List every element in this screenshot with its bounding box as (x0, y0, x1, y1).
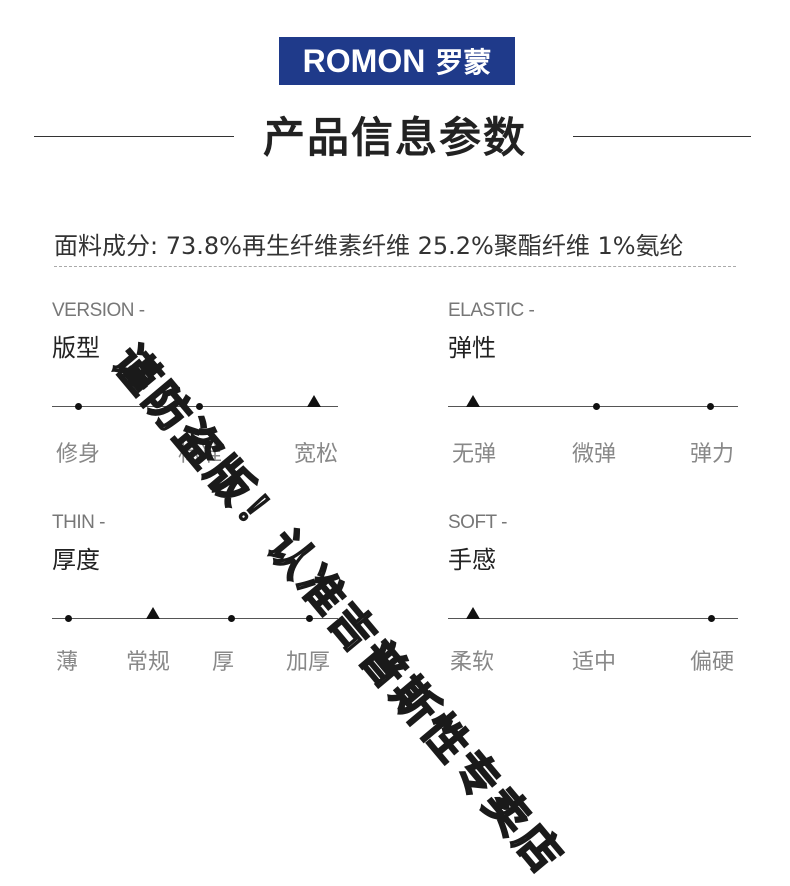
brand-name: ROMON (302, 42, 426, 79)
elastic-scale-marker (707, 403, 714, 410)
soft-scale-marker (708, 615, 715, 622)
param-version-cn: 版型 (52, 334, 100, 362)
page-title: 产品信息参数 (262, 113, 527, 162)
param-elastic-cn: 弹性 (448, 334, 496, 362)
version-option-2: 标准 (178, 442, 223, 467)
param-thin-cn: 厚度 (52, 546, 100, 574)
param-soft: SOFT - 手感 (448, 512, 507, 575)
soft-option-2: 适中 (572, 650, 617, 675)
thin-scale-marker (228, 615, 235, 622)
version-option-1: 修身 (56, 442, 101, 467)
brand-name-cn: 罗蒙 (435, 46, 492, 79)
thin-scale-track (52, 618, 338, 619)
thin-option-2: 常规 (126, 650, 171, 675)
thin-selected-indicator (146, 607, 160, 619)
elastic-scale-marker (593, 403, 600, 410)
thin-option-1: 薄 (56, 650, 79, 675)
brand-logo: ROMON 罗蒙 (279, 37, 515, 85)
version-option-3: 宽松 (294, 442, 339, 467)
title-right-rule (573, 136, 751, 137)
title-left-rule (34, 136, 234, 137)
thin-scale-marker (306, 615, 313, 622)
version-selected-indicator (307, 395, 321, 407)
param-version: VERSION - 版型 (52, 300, 145, 363)
version-scale-track (52, 406, 338, 407)
soft-selected-indicator (466, 607, 480, 619)
elastic-option-3: 弹力 (690, 442, 735, 467)
soft-option-1: 柔软 (450, 650, 495, 675)
elastic-option-2: 微弹 (572, 442, 617, 467)
anti-piracy-watermark: 谨防盗版！认准吉普斯性专卖店 (102, 336, 575, 886)
param-elastic: ELASTIC - 弹性 (448, 300, 535, 363)
version-scale-marker (196, 403, 203, 410)
elastic-selected-indicator (466, 395, 480, 407)
param-elastic-en: ELASTIC - (448, 300, 535, 321)
param-thin-en: THIN - (52, 512, 105, 533)
soft-option-3: 偏硬 (690, 650, 735, 675)
param-version-en: VERSION - (52, 300, 145, 321)
thin-option-3: 厚 (212, 650, 235, 675)
param-soft-en: SOFT - (448, 512, 507, 533)
soft-scale-track (448, 618, 738, 619)
thin-scale-marker (65, 615, 72, 622)
fabric-divider (54, 266, 736, 267)
fabric-composition: 面料成分: 73.8%再生纤维素纤维 25.2%聚酯纤维 1%氨纶 (54, 232, 684, 260)
param-thin: THIN - 厚度 (52, 512, 105, 575)
version-scale-marker (75, 403, 82, 410)
elastic-option-1: 无弹 (452, 442, 497, 467)
thin-option-4: 加厚 (286, 650, 331, 675)
param-soft-cn: 手感 (448, 546, 496, 574)
